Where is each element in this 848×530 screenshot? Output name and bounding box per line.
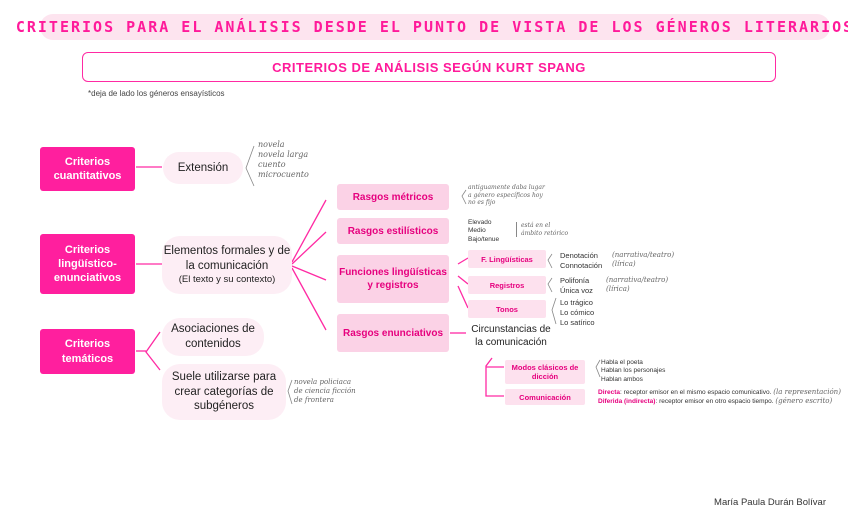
rasgos-metricos-note: antiguamente daba lugar a género específ…: [468, 184, 545, 207]
modos-item: Hablan ambos: [601, 375, 643, 383]
suele-notes: novela policiaca de ciencia ficción de f…: [294, 378, 356, 404]
directa-line: Directa: receptor emisor en el mismo esp…: [598, 388, 841, 396]
registros-items: Polifonía Única voz: [560, 276, 593, 296]
comunicacion-box: Comunicación: [505, 389, 585, 405]
estilisticos-note-line: está en el: [521, 222, 551, 229]
suele-blob: Suele utilizarse para crear categorías d…: [162, 364, 286, 420]
criteria-tematicos: Criterios temáticos: [40, 329, 135, 374]
estilisticos-levels: Elevado Medio Bajo/tenue: [468, 219, 499, 244]
extension-item: cuento: [258, 160, 286, 169]
registros-item: Única voz: [560, 285, 593, 295]
formales-label: Elementos formales y de la comunicación: [163, 244, 291, 272]
extension-blob: Extensión: [163, 152, 243, 184]
subtitle: CRITERIOS DE ANÁLISIS SEGÚN KURT SPANG: [272, 59, 586, 75]
registros-note: (narrativa/teatro): [606, 276, 669, 284]
diferida-note: (género escrito): [775, 397, 833, 406]
estilisticos-note-line: ámbito retórico: [521, 229, 569, 237]
registros-note: (lírica): [606, 284, 630, 293]
metricos-note-line: a género específicos hoy: [468, 191, 543, 199]
funciones-box: Funciones lingüísticas y registros: [337, 255, 449, 303]
circunstancias-label: Circunstancias de la comunicación: [471, 324, 551, 348]
suele-note: de ciencia ficción: [294, 386, 356, 395]
tonos-item: Lo satírico: [560, 317, 595, 327]
title-band: CRITERIOS PARA EL ANÁLISIS DESDE EL PUNT…: [16, 14, 848, 40]
extension-label: Extensión: [177, 161, 229, 174]
modos-box: Modos clásicos de dicción: [505, 360, 585, 384]
criteria-linguistico: Criterios lingüístico-enunciativos: [40, 234, 135, 294]
registros-box: Registros: [468, 276, 546, 294]
comunicacion-details: Directa: receptor emisor en el mismo esp…: [598, 388, 841, 407]
metricos-note-line: no es fijo: [468, 199, 496, 206]
directa-text: receptor emisor en el mismo espacio comu…: [623, 389, 772, 396]
tonos-item: Lo cómico: [560, 307, 595, 317]
page-title: CRITERIOS PARA EL ANÁLISIS DESDE EL PUNT…: [15, 18, 848, 36]
extension-item: microcuento: [258, 170, 309, 179]
f-ling-item: Connotación: [560, 260, 603, 270]
f-ling-note: (lírica): [612, 259, 636, 268]
tonos-item: Lo trágico: [560, 298, 593, 307]
estilisticos-note: está en el ámbito retórico: [516, 222, 568, 237]
registros-notes: (narrativa/teatro) (lírica): [606, 276, 668, 294]
extension-items: novela novela larga cuento microcuento: [258, 140, 309, 180]
f-linguisticas-items: Denotación Connotación: [560, 251, 602, 271]
directa-note: (la representación): [773, 388, 841, 396]
modos-item: Hablan los personajes: [601, 367, 666, 375]
rasgos-enunciativos-box: Rasgos enunciativos: [337, 314, 449, 352]
f-ling-note: (narrativa/teatro): [612, 251, 675, 259]
extension-item: novela: [258, 140, 285, 149]
level-item: Bajo/tenue: [468, 235, 500, 243]
diferida-line: Diferida (indirecta): receptor emisor en…: [598, 397, 833, 406]
f-ling-item: Denotación: [560, 251, 598, 260]
modos-items: Habla el poeta Hablan los personajes Hab…: [601, 359, 665, 384]
modos-item: Habla el poeta: [601, 359, 643, 366]
author: María Paula Durán Bolívar: [714, 497, 826, 508]
registros-item: Polifonía: [560, 276, 590, 285]
criteria-cuantitativos: Criterios cuantitativos: [40, 147, 135, 191]
formales-blob: Elementos formales y de la comunicación …: [162, 236, 292, 294]
subtitle-box: CRITERIOS DE ANÁLISIS SEGÚN KURT SPANG: [82, 52, 776, 82]
asociaciones-blob: Asociaciones de contenidos: [162, 318, 264, 356]
diferida-text: receptor emisor en otro espacio tiempo.: [659, 398, 774, 406]
metricos-note-line: antiguamente daba lugar: [468, 184, 545, 191]
tonos-items: Lo trágico Lo cómico Lo satírico: [560, 298, 595, 327]
f-linguisticas-notes: (narrativa/teatro) (lírica): [612, 251, 674, 269]
footnote: *deja de lado los géneros ensayísticos: [88, 89, 225, 98]
rasgos-estilisticos-box: Rasgos estilísticos: [337, 218, 449, 244]
level-item: Elevado: [468, 219, 492, 226]
extension-item: novela larga: [258, 150, 309, 159]
suele-note: de frontera: [294, 395, 334, 404]
rasgos-metricos-box: Rasgos métricos: [337, 184, 449, 210]
tonos-box: Tonos: [468, 300, 546, 318]
suele-label: Suele utilizarse para crear categorías d…: [171, 370, 277, 413]
asociaciones-label: Asociaciones de contenidos: [171, 323, 255, 350]
suele-note: novela policiaca: [294, 378, 352, 386]
level-item: Medio: [468, 227, 486, 235]
formales-sub: (El texto y su contexto): [178, 273, 276, 285]
diferida-key: Diferida (indirecta): [598, 398, 656, 406]
directa-key: Directa: [598, 389, 621, 396]
f-linguisticas-box: F. Lingüísticas: [468, 250, 546, 268]
